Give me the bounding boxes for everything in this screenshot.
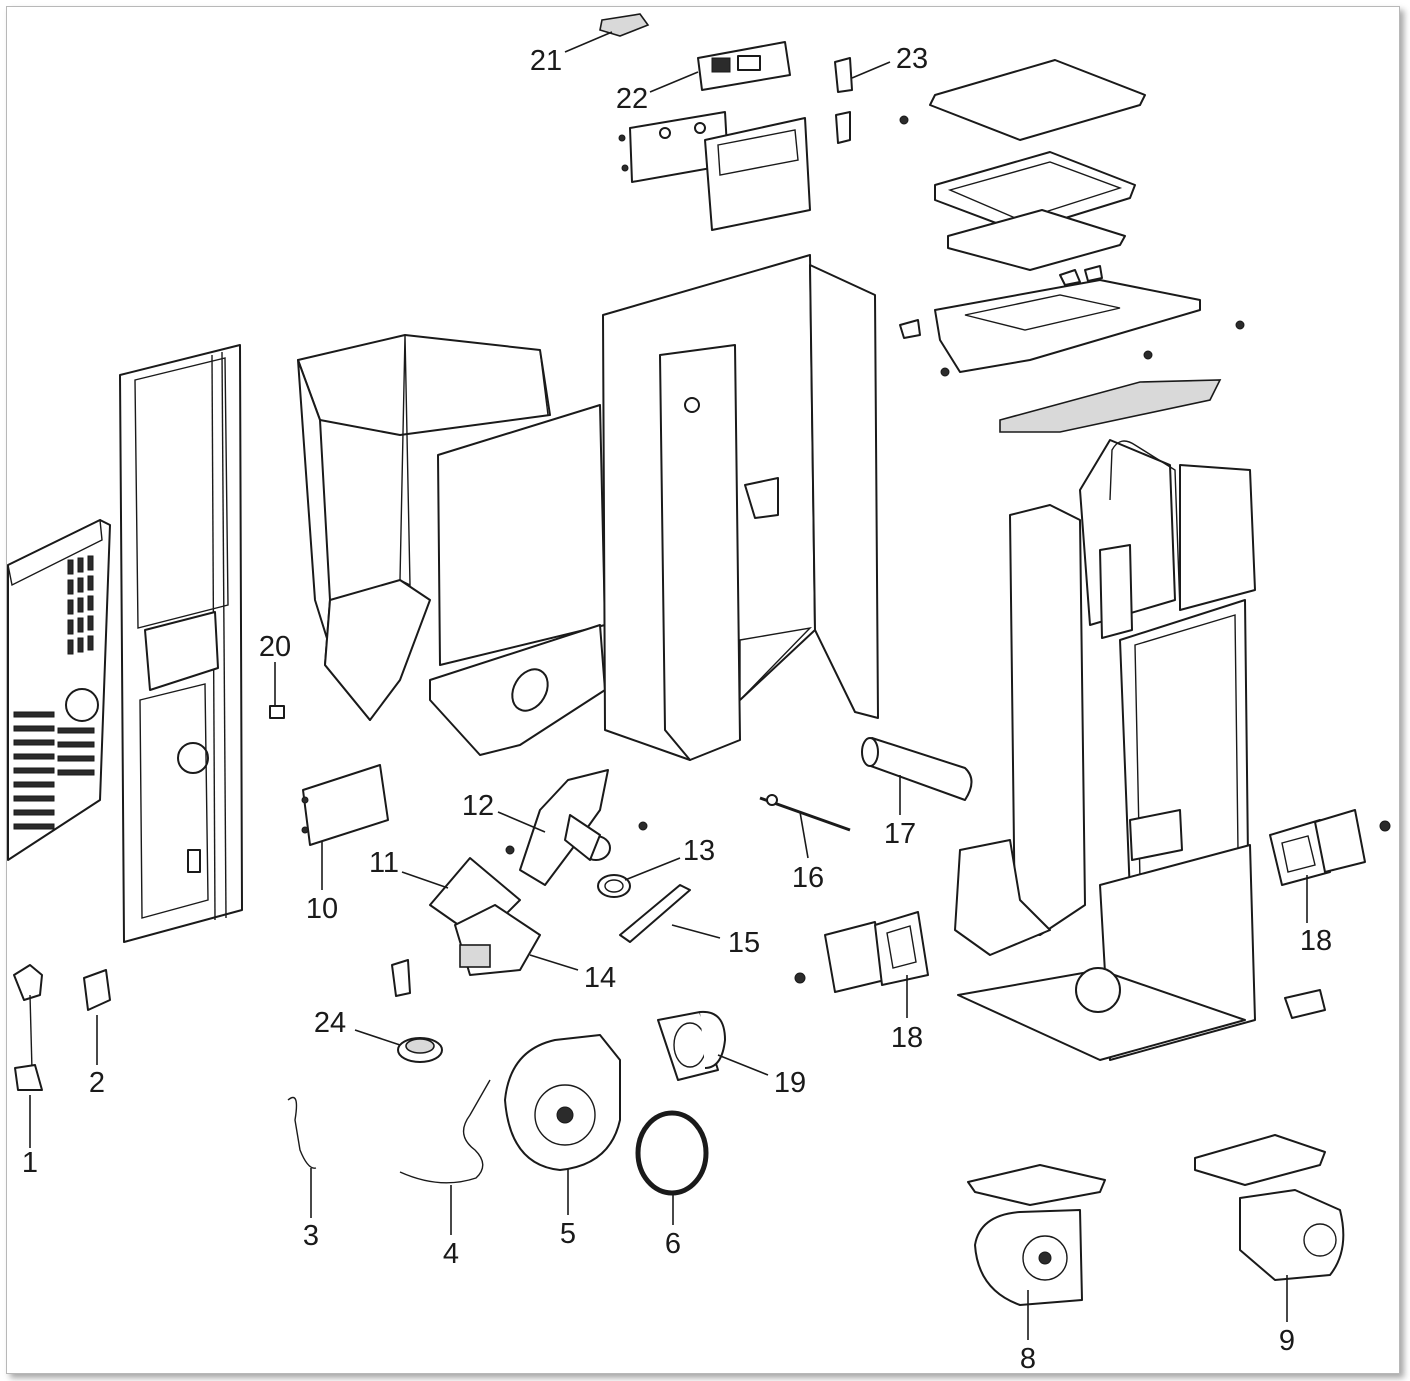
hopper-front-panel: [429, 404, 606, 756]
feed-auger-assembly: [391, 769, 691, 997]
callout-16: 16: [792, 862, 824, 894]
callout-8: 8: [1020, 1343, 1036, 1375]
callout-3: 3: [303, 1220, 319, 1252]
callout-9: 9: [1279, 1325, 1295, 1357]
callout-15: 15: [728, 927, 760, 959]
central-casing: [602, 254, 879, 761]
callout-11: 11: [369, 847, 399, 879]
main-frame: [954, 439, 1256, 1061]
callout-21: 21: [530, 45, 562, 77]
callout-6: 6: [665, 1228, 681, 1260]
callout-2: 2: [89, 1067, 105, 1099]
part-8-convection-fan: [967, 1164, 1106, 1306]
callout-18-right: 18: [1300, 925, 1332, 957]
callout-20: 20: [259, 631, 291, 663]
part-10-control-board: [301, 764, 389, 846]
top-lid-assembly: [899, 59, 1245, 433]
part-6-gasket: [635, 1110, 709, 1196]
control-panel-parts: [599, 13, 853, 231]
power-cord-and-switch: [13, 964, 111, 1091]
callout-labels: 1 2 3 4 5 6 8 9 10 11 12 13 14 15 16 17 …: [22, 43, 1332, 1375]
callout-4: 4: [443, 1238, 459, 1270]
leader-lines: [29, 31, 1308, 1340]
part-20-clip: [269, 705, 285, 719]
callout-17: 17: [884, 818, 916, 850]
left-side-panel: [119, 344, 243, 943]
callout-23: 23: [896, 43, 928, 75]
callout-22: 22: [616, 83, 648, 115]
part-17-tube: [861, 737, 973, 801]
part-18-plates-left: [824, 911, 929, 993]
part-19-flange: [657, 1010, 726, 1081]
screw-icon: [794, 972, 806, 984]
callout-13: 13: [683, 835, 715, 867]
part-4-probe-cable: [399, 1079, 491, 1184]
part-18-plates-right: [1269, 809, 1366, 886]
callout-19: 19: [774, 1067, 806, 1099]
part-24-fitting: [397, 1037, 443, 1063]
callout-1: 1: [22, 1147, 38, 1179]
callout-12: 12: [462, 790, 494, 822]
hopper-body-left: [297, 334, 551, 721]
part-5-exhaust-fan: [504, 1034, 621, 1171]
part-16-sensor: [759, 794, 851, 832]
callout-5: 5: [560, 1218, 576, 1250]
callout-18-left: 18: [891, 1022, 923, 1054]
callout-14: 14: [584, 962, 616, 994]
part-3-hose: [287, 1096, 317, 1169]
callout-10: 10: [306, 893, 338, 925]
callout-24: 24: [314, 1007, 346, 1039]
part-9-convection-fan: [1194, 1134, 1345, 1281]
bracket-small: [1284, 989, 1326, 1019]
screw-icon: [1379, 820, 1391, 832]
front-grille-panel: [7, 518, 111, 861]
